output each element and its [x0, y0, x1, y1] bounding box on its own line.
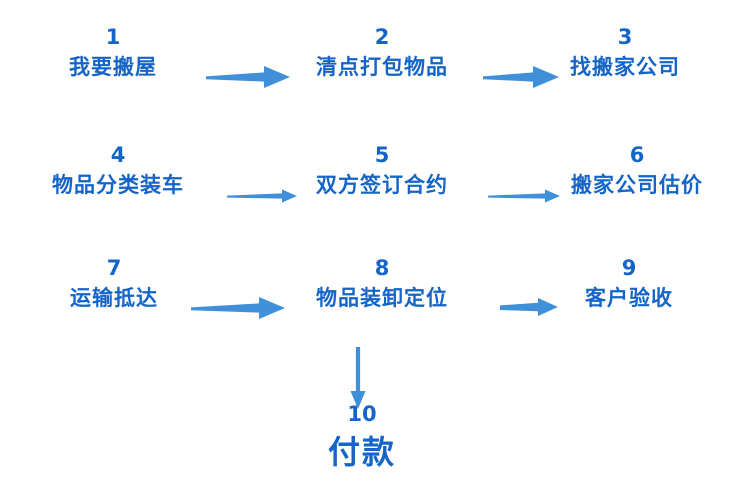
arrow-glyph: [500, 298, 558, 316]
arrow-glyph: [227, 189, 297, 203]
flow-step-1: 1 我要搬屋: [69, 27, 157, 78]
arrow-glyph: [483, 66, 559, 88]
step-label: 物品分类装车: [52, 173, 184, 197]
step-label: 客户验收: [585, 286, 673, 310]
step-number: 9: [621, 256, 637, 280]
flow-step-2: 2 清点打包物品: [316, 27, 448, 78]
arrow-step5-to-step6: [488, 186, 560, 206]
step-label: 物品装卸定位: [316, 286, 448, 310]
arrow-step4-to-step5: [227, 186, 297, 206]
step-label: 我要搬屋: [69, 55, 157, 79]
step-number: 10: [347, 402, 377, 426]
flow-step-8: 8 物品装卸定位: [316, 258, 448, 309]
flow-step-6: 6 搬家公司估价: [571, 145, 703, 196]
arrow-glyph: [488, 189, 560, 203]
arrow-step7-to-step8: [191, 293, 285, 323]
step-label: 清点打包物品: [316, 55, 448, 79]
flow-step-3: 3 找搬家公司: [570, 27, 680, 78]
flow-step-7: 7 运输抵达: [70, 258, 158, 309]
step-number: 1: [105, 25, 121, 49]
arrow-step8-to-step10: [347, 347, 369, 409]
step-number: 4: [110, 143, 126, 167]
flow-step-10: 10 付款: [327, 402, 397, 471]
flow-step-4: 4 物品分类装车: [52, 145, 184, 196]
step-number: 6: [629, 143, 645, 167]
flow-step-9: 9 客户验收: [585, 258, 673, 309]
step-number: 5: [374, 143, 390, 167]
arrow-step8-to-step9: [500, 295, 558, 319]
step-number: 3: [617, 25, 633, 49]
step-label: 付款: [327, 433, 397, 471]
arrow-step2-to-step3: [483, 62, 559, 92]
arrow-step1-to-step2: [206, 62, 290, 92]
arrow-glyph: [206, 66, 290, 88]
step-number: 8: [374, 256, 390, 280]
arrow-glyph: [191, 297, 285, 319]
step-label: 搬家公司估价: [571, 173, 703, 197]
step-label: 双方签订合约: [316, 173, 448, 197]
step-number: 2: [374, 25, 390, 49]
arrow-glyph: [350, 347, 366, 409]
step-label: 运输抵达: [70, 286, 158, 310]
flow-step-5: 5 双方签订合约: [316, 145, 448, 196]
step-number: 7: [106, 256, 122, 280]
step-label: 找搬家公司: [570, 55, 680, 79]
